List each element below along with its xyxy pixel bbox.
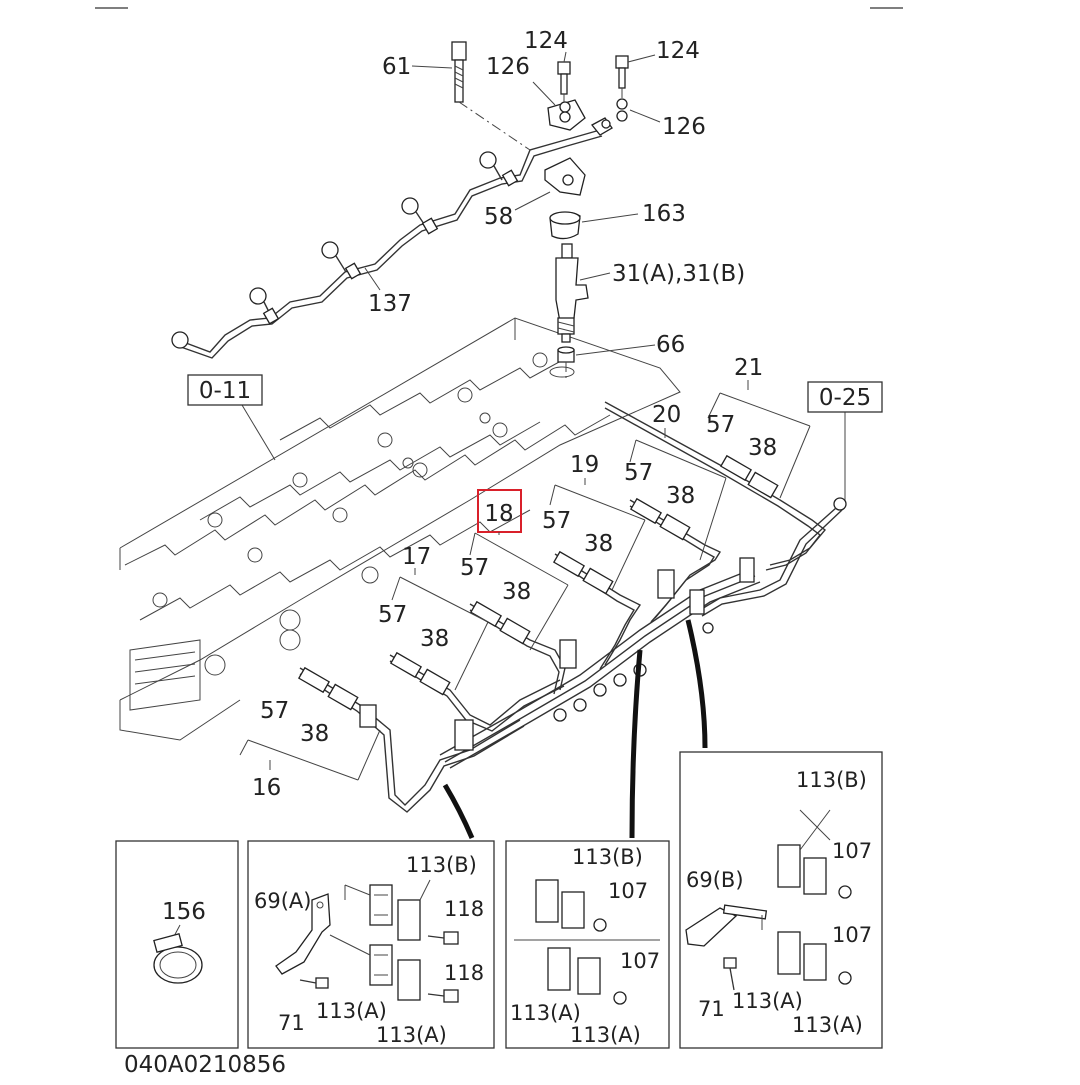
callout-107[interactable]: 107 bbox=[832, 923, 872, 947]
callout-69b[interactable]: 69(B) bbox=[686, 868, 744, 892]
callout-113a[interactable]: 113(A) bbox=[732, 989, 803, 1013]
callout-113b[interactable]: 113(B) bbox=[796, 768, 867, 792]
callout-61[interactable]: 61 bbox=[382, 54, 411, 80]
callout-57[interactable]: 57 bbox=[706, 412, 735, 438]
pipe-clamp bbox=[689, 589, 705, 615]
callout-31[interactable]: 31(A),31(B) bbox=[612, 261, 745, 287]
highlighted-callout-18[interactable]: 18 bbox=[477, 489, 522, 533]
callout-163[interactable]: 163 bbox=[642, 201, 686, 227]
callout-17[interactable]: 17 bbox=[402, 544, 431, 570]
callout-156[interactable]: 156 bbox=[162, 899, 206, 925]
callout-118[interactable]: 118 bbox=[444, 961, 484, 985]
callout-124[interactable]: 124 bbox=[656, 38, 700, 64]
callout-107[interactable]: 107 bbox=[608, 879, 648, 903]
callout-38[interactable]: 38 bbox=[420, 626, 449, 652]
callout-126[interactable]: 126 bbox=[662, 114, 706, 140]
callout-71[interactable]: 71 bbox=[698, 997, 725, 1021]
leak-off-pipe bbox=[171, 98, 628, 359]
injection-nozzle bbox=[549, 211, 589, 380]
callout-113a[interactable]: 113(A) bbox=[570, 1023, 641, 1047]
callout-57[interactable]: 57 bbox=[460, 555, 489, 581]
callout-38[interactable]: 38 bbox=[748, 435, 777, 461]
callout-107[interactable]: 107 bbox=[832, 839, 872, 863]
callout-113a[interactable]: 113(A) bbox=[316, 999, 387, 1023]
callouts: 61 124 124 126 126 58 163 31(A),31(B) 13… bbox=[252, 28, 777, 801]
callout-137[interactable]: 137 bbox=[368, 291, 412, 317]
ref-box-label: 0-25 bbox=[819, 385, 871, 411]
callout-118[interactable]: 118 bbox=[444, 897, 484, 921]
callout-38[interactable]: 38 bbox=[502, 579, 531, 605]
callout-126[interactable]: 126 bbox=[486, 54, 530, 80]
callout-113a[interactable]: 113(A) bbox=[792, 1013, 863, 1037]
callout-107[interactable]: 107 bbox=[620, 949, 660, 973]
inset-leader bbox=[442, 783, 475, 839]
ref-box-label: 0-11 bbox=[199, 378, 251, 404]
pipe-clamp bbox=[359, 704, 377, 728]
callout-57[interactable]: 57 bbox=[378, 602, 407, 628]
callout-57[interactable]: 57 bbox=[624, 460, 653, 486]
callout-57[interactable]: 57 bbox=[260, 698, 289, 724]
bolt-61 bbox=[451, 41, 531, 151]
inset-leader bbox=[685, 619, 708, 749]
inset-clamp-assembly-c: 113(B) 107 69(B) 107 71 113(A) 113(A) bbox=[679, 751, 883, 1049]
callout-38[interactable]: 38 bbox=[666, 483, 695, 509]
inset-hose-clamp: 156 bbox=[115, 840, 239, 1049]
ref-box-0-11[interactable]: 0-11 bbox=[187, 374, 263, 406]
pipe-clamp bbox=[657, 569, 675, 599]
callout-69a[interactable]: 69(A) bbox=[254, 889, 311, 913]
callout-58[interactable]: 58 bbox=[484, 204, 513, 230]
callout-16[interactable]: 16 bbox=[252, 775, 281, 801]
callout-113a[interactable]: 113(A) bbox=[510, 1001, 581, 1025]
leader-lines bbox=[239, 51, 811, 781]
pipe-clamp bbox=[454, 719, 474, 751]
diagram-code: 040A0210856 bbox=[124, 1052, 286, 1078]
callout-113a[interactable]: 113(A) bbox=[376, 1023, 447, 1047]
callout-124[interactable]: 124 bbox=[524, 28, 568, 54]
injection-pipes bbox=[297, 401, 847, 813]
inset-clamp-assembly-b: 113(B) 107 107 113(A) 113(A) bbox=[505, 840, 670, 1049]
callout-57[interactable]: 57 bbox=[542, 508, 571, 534]
inset-clamp-assembly-a: 113(B) 69(A) 118 118 71 113(A) 113(A) bbox=[247, 840, 495, 1049]
ref-box-0-25[interactable]: 0-25 bbox=[807, 381, 883, 413]
pipe-clamp bbox=[559, 639, 577, 669]
inset-leader bbox=[629, 649, 643, 839]
callout-113b[interactable]: 113(B) bbox=[406, 853, 477, 877]
callout-label: 18 bbox=[484, 501, 513, 527]
pipe-clamp bbox=[739, 557, 755, 583]
callout-20[interactable]: 20 bbox=[652, 402, 681, 428]
callout-38[interactable]: 38 bbox=[300, 721, 329, 747]
callout-66[interactable]: 66 bbox=[656, 332, 685, 358]
bolt-124 bbox=[557, 55, 629, 102]
callout-38[interactable]: 38 bbox=[584, 531, 613, 557]
callout-113b[interactable]: 113(B) bbox=[572, 845, 643, 869]
callout-71[interactable]: 71 bbox=[278, 1011, 305, 1035]
callout-21[interactable]: 21 bbox=[734, 355, 763, 381]
callout-19[interactable]: 19 bbox=[570, 452, 599, 478]
